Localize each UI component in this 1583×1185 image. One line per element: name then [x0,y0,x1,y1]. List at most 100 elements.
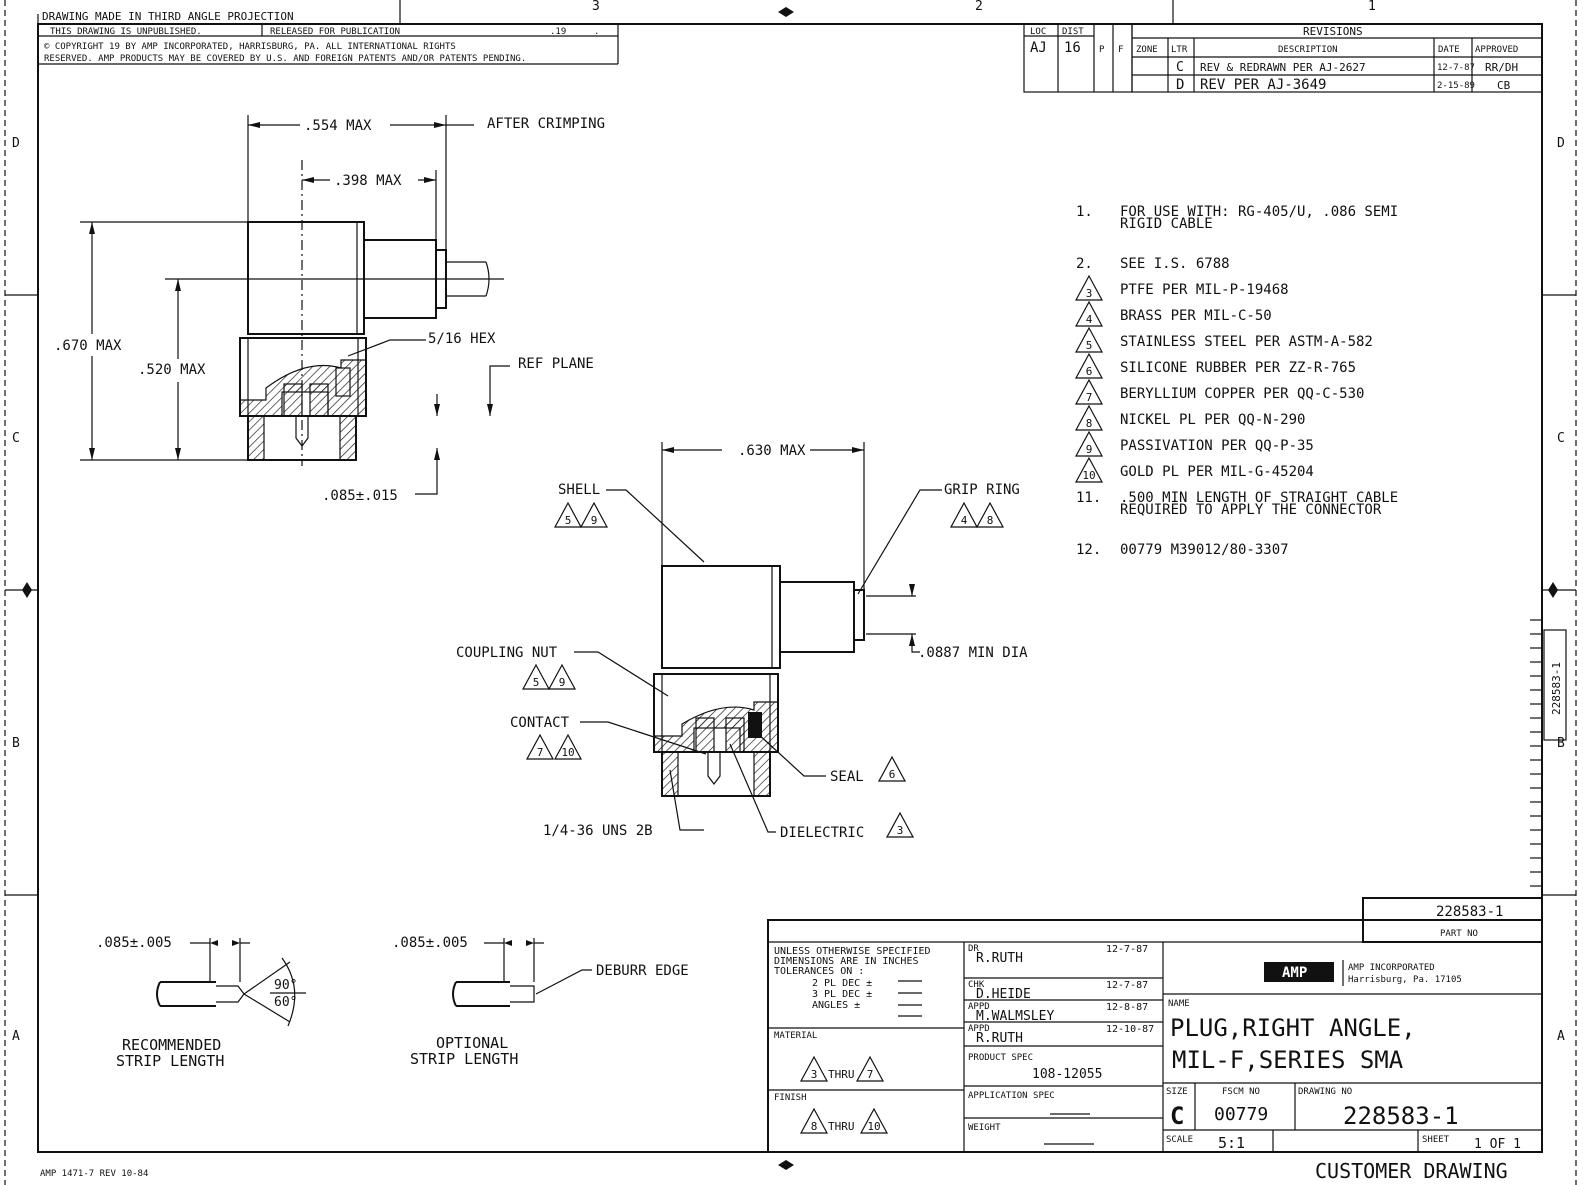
sign-date: 12-8-87 [1106,1002,1148,1013]
rec-strip-label-2: STRIP LENGTH [116,1052,224,1070]
material-to-flag: 7 [855,1055,885,1082]
connector-view-2 [574,442,942,833]
note-text: PTFE PER MIL-P-19468 [1120,282,1289,298]
zone-right-a: A [1557,1029,1565,1044]
sheet-border [4,0,1577,1185]
finish-from-flag: 8 [799,1107,829,1134]
angle-90: 90° [274,978,297,993]
note-flag: 6 [1074,352,1104,379]
note-flag-number: 5 [1086,339,1093,352]
note-flag-number: 9 [1086,443,1093,456]
rev-header-zone: ZONE [1136,45,1158,55]
customer-drawing-label: CUSTOMER DRAWING [1315,1159,1508,1183]
sign-name: R.RUTH [976,1031,1023,1046]
coupling-nut-label: COUPLING NUT [456,645,558,661]
dim-398-max: .398 MAX [334,173,402,189]
f-label: F [1118,45,1123,55]
material-from-flag: 3 [799,1055,829,1082]
note-text: NICKEL PL PER QQ-N-290 [1120,412,1305,428]
fscm-value: 00779 [1214,1104,1268,1125]
sign-date: 12-7-87 [1106,980,1148,991]
scale-value: 5:1 [1218,1134,1245,1152]
note-flag: 3 [1074,274,1104,301]
material-thru: THRU [828,1068,855,1081]
svg-text:AMP: AMP [1282,965,1307,981]
amp-logo: AMP [1264,962,1334,982]
note-number: 1. [1076,204,1093,220]
title-block [767,897,1543,1153]
note-flag-number: 7 [537,746,544,759]
dielectric-label: DIELECTRIC [780,825,864,841]
note-flag-number: 8 [1086,417,1093,430]
zone-right-b: B [1557,736,1565,751]
loc-value: AJ [1030,40,1047,56]
note-text: FOR USE WITH: RG-405/U, .086 SEMI [1120,204,1398,220]
company-address: Harrisburg, Pa. 17105 [1348,975,1462,985]
company-name: AMP INCORPORATED [1348,963,1435,973]
strip-length-details [156,938,592,1027]
sign-name: D.HEIDE [976,987,1031,1002]
note-flag: 9 [1074,430,1104,457]
projection-note: DRAWING MADE IN THIRD ANGLE PROJECTION [42,10,294,23]
sheet-label: SHEET [1422,1135,1450,1145]
zone-left-b: B [12,736,20,751]
note-flag-number: 5 [533,676,540,689]
note-flag-number: 3 [811,1068,818,1081]
zone-top-3: 3 [592,0,600,14]
opt-strip-label-2: STRIP LENGTH [410,1050,518,1068]
note-flag-number: 9 [591,514,598,527]
side-tab-part-number: 228583-1 [1550,662,1563,715]
part-name-line-2: MIL-F,SERIES SMA [1172,1046,1404,1074]
note-flag-number: 3 [897,824,904,837]
release-year: .19 [550,27,566,37]
tolerance-line-3: TOLERANCES ON : [774,966,864,977]
note-flag: 5 [1074,326,1104,353]
note-flag-number: 8 [987,514,994,527]
finish-to-flag: 10 [859,1107,889,1134]
coupling-note-flag: 9 [547,663,577,690]
zone-right-c: C [1557,431,1565,446]
rev-row-date: 12-7-87 [1437,63,1475,73]
loc-label: LOC [1030,27,1046,37]
note-flag-number: 10 [1082,469,1095,482]
release-dot: . [594,27,599,37]
zone-top-1: 1 [1368,0,1376,14]
note-number: 2. [1076,256,1093,272]
rev-row-approved: CB [1497,79,1511,92]
dim-520-max: .520 MAX [138,362,206,378]
scale-label: SCALE [1166,1135,1193,1145]
grip-note-flag: 8 [975,501,1005,528]
note-text: SEE I.S. 6788 [1120,256,1230,272]
dim-085-015: .085±.015 [322,488,398,504]
sheet-value: 1 OF 1 [1474,1137,1521,1152]
note-text: GOLD PL PER MIL-G-45204 [1120,464,1314,480]
tolerance-line-1: UNLESS OTHERWISE SPECIFIED [774,946,931,957]
after-crimping-label: AFTER CRIMPING [487,116,605,132]
note-flag-number: 6 [889,768,896,781]
sign-role: DR [968,944,979,954]
copyright-line-1: © COPYRIGHT 19 BY AMP INCORPORATED, HARR… [44,42,456,52]
note-flag-number: 10 [867,1120,880,1133]
dielectric-note-flag: 3 [885,811,915,838]
zone-top-2: 2 [975,0,983,14]
tolerance-line-6: ANGLES ± [812,1000,860,1011]
rec-strip-label-1: RECOMMENDED [122,1036,221,1054]
note-text: .500 MIN LENGTH OF STRAIGHT CABLE [1120,490,1398,506]
header-block [37,14,619,65]
opt-strip-dim: .085±.005 [392,935,468,951]
dist-value: 16 [1064,40,1081,56]
note-number: 12. [1076,542,1101,558]
sign-name: M.WALMSLEY [976,1009,1054,1024]
drawing-number-label: DRAWING NO [1298,1087,1352,1097]
drawing-number: 228583-1 [1343,1102,1459,1130]
contact-note-flag: 10 [553,733,583,760]
sign-role: CHK [968,980,985,990]
thread-label: 1/4-36 UNS 2B [543,823,653,839]
rev-header-date: DATE [1438,45,1460,55]
note-text: SILICONE RUBBER PER ZZ-R-765 [1120,360,1356,376]
note-text: PASSIVATION PER QQ-P-35 [1120,438,1314,454]
fscm-label: FSCM NO [1222,1087,1260,1097]
revisions-table [1131,23,1543,93]
coupling-note-flag: 5 [521,663,551,690]
